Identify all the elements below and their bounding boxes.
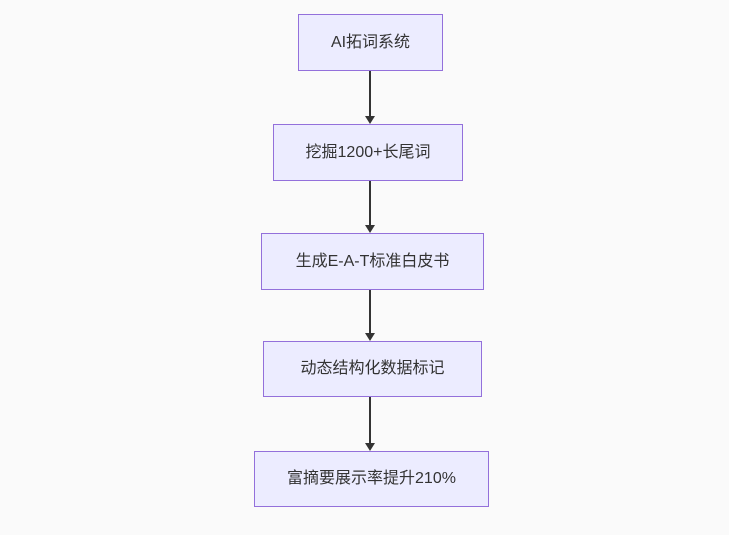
flow-arrow-2-down-icon: [365, 181, 375, 233]
flow-arrow-1-down-icon: [365, 71, 375, 124]
flow-node-ai-keyword-system: AI拓词系统: [298, 14, 443, 71]
flow-node-rich-snippet-rate: 富摘要展示率提升210%: [254, 451, 489, 507]
flow-node-structured-data-markup: 动态结构化数据标记: [263, 341, 482, 397]
flow-node-eat-whitepaper: 生成E-A-T标准白皮书: [261, 233, 484, 290]
flow-node-longtail-mining: 挖掘1200+长尾词: [273, 124, 463, 181]
flow-arrow-4-down-icon: [365, 397, 375, 451]
flow-arrow-3-down-icon: [365, 290, 375, 341]
